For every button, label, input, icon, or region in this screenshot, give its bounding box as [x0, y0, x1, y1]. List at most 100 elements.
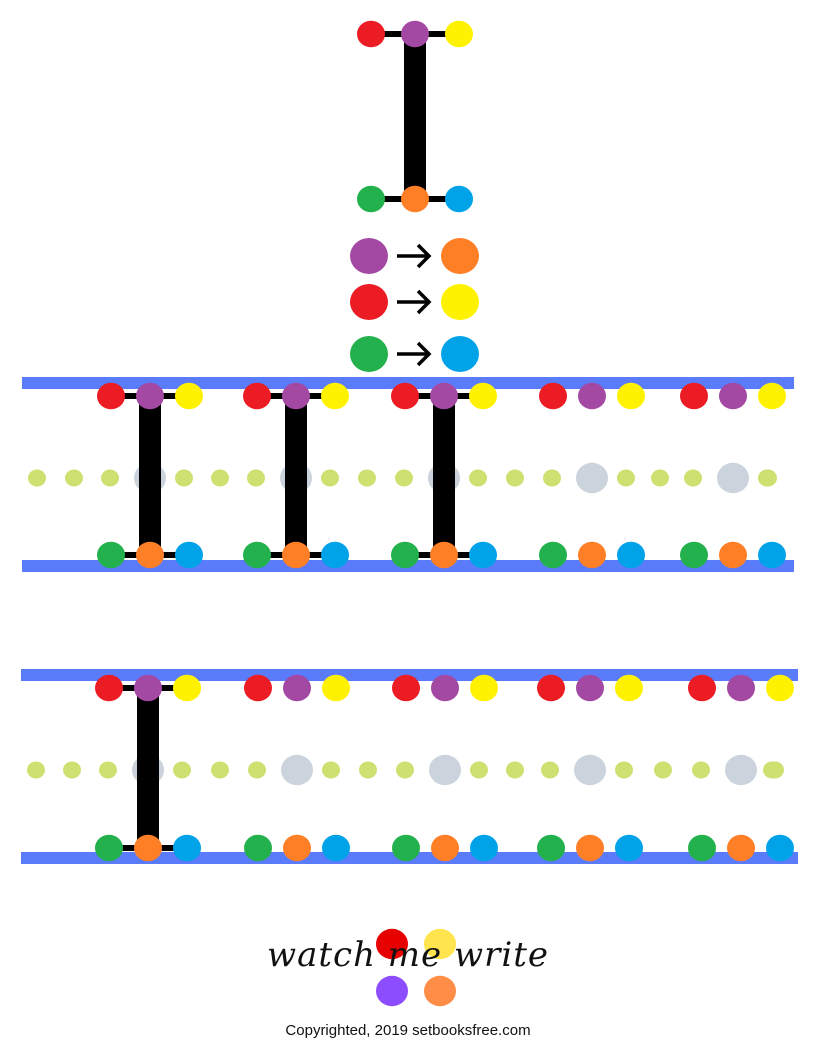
row2-letter-3-purple-dot: [431, 674, 459, 702]
row2-midline-dot: [27, 761, 45, 779]
logo-dot: [424, 975, 456, 1007]
right-arrow-icon: [397, 243, 432, 269]
row2-letter-4-yellow-dot: [615, 674, 643, 702]
legend-red-dot: [350, 283, 388, 321]
row1-letter-2-orange-dot: [282, 541, 310, 569]
row2-midline-dot: [541, 761, 559, 779]
row2-letter-5-red-dot: [688, 674, 716, 702]
legend-green-dot: [350, 335, 388, 373]
model-letter-blue-dot: [445, 185, 473, 213]
row1-letter-1-purple-dot: [136, 382, 164, 410]
row1-midline-dot: [101, 469, 119, 487]
row2-letter-5-orange-dot: [727, 834, 755, 862]
logo-text: watch me write: [267, 935, 549, 975]
row2-trace-dot: [574, 754, 606, 786]
row2-letter-1-blue-dot: [173, 834, 201, 862]
row2-letter-3-blue-dot: [470, 834, 498, 862]
row2-letter-2-blue-dot: [322, 834, 350, 862]
row1-letter-3-green-dot: [391, 541, 419, 569]
row1-midline-dot: [28, 469, 46, 487]
row1-letter-4-red-dot: [539, 382, 567, 410]
row1-letter-5-purple-dot: [719, 382, 747, 410]
legend-purple-dot: [350, 237, 388, 275]
logo-dot: [376, 975, 408, 1007]
row1-trace-dot: [576, 462, 608, 494]
row1-letter-1-yellow-dot: [175, 382, 203, 410]
row1-midline-dot: [358, 469, 376, 487]
row2-letter-3-red-dot: [392, 674, 420, 702]
row2-midline-dot: [63, 761, 81, 779]
right-arrow-icon: [397, 289, 432, 315]
arrow-head: [416, 341, 432, 367]
row2-letter-2-purple-dot: [283, 674, 311, 702]
arrow-head: [416, 243, 432, 269]
row2-top-line: [21, 669, 798, 681]
row1-midline-dot: [617, 469, 635, 487]
model-letter-stem-stroke: [404, 34, 426, 199]
row2-letter-4-orange-dot: [576, 834, 604, 862]
row2-midline-dot: [692, 761, 710, 779]
row1-letter-4-yellow-dot: [617, 382, 645, 410]
row2-letter-1-stem-stroke: [137, 688, 159, 848]
model-letter-purple-dot: [401, 20, 429, 48]
row2-midline-dot: [211, 761, 229, 779]
logo-dot: [376, 928, 408, 960]
row2-letter-2-red-dot: [244, 674, 272, 702]
row1-letter-2-blue-dot: [321, 541, 349, 569]
row2-letter-1-purple-dot: [134, 674, 162, 702]
row1-letter-2-purple-dot: [282, 382, 310, 410]
row1-letter-5-blue-dot: [758, 541, 786, 569]
copyright-text: Copyrighted, 2019 setbooksfree.com: [285, 1022, 531, 1039]
row1-midline-dot: [469, 469, 487, 487]
row2-letter-2-yellow-dot: [322, 674, 350, 702]
row2-midline-dot: [470, 761, 488, 779]
row2-letter-4-green-dot: [537, 834, 565, 862]
row1-midline-dot: [65, 469, 83, 487]
row1-letter-4-blue-dot: [617, 541, 645, 569]
row2-letter-2-green-dot: [244, 834, 272, 862]
model-letter-green-dot: [357, 185, 385, 213]
row2-letter-5-blue-dot: [766, 834, 794, 862]
row2-midline-dot: [763, 761, 781, 779]
row2-letter-5-green-dot: [688, 834, 716, 862]
row1-letter-2-yellow-dot: [321, 382, 349, 410]
right-arrow-icon: [397, 341, 432, 367]
row1-midline-dot: [175, 469, 193, 487]
row1-letter-3-red-dot: [391, 382, 419, 410]
row1-letter-2-red-dot: [243, 382, 271, 410]
row2-letter-1-red-dot: [95, 674, 123, 702]
row1-letter-4-purple-dot: [578, 382, 606, 410]
row2-letter-3-yellow-dot: [470, 674, 498, 702]
row2-trace-dot: [725, 754, 757, 786]
row1-letter-4-orange-dot: [578, 541, 606, 569]
row1-letter-3-blue-dot: [469, 541, 497, 569]
row1-midline-dot: [651, 469, 669, 487]
logo-dot: [424, 928, 456, 960]
legend-yellow-dot: [441, 283, 479, 321]
row1-midline-dot: [395, 469, 413, 487]
row1-letter-1-green-dot: [97, 541, 125, 569]
row1-midline-dot: [321, 469, 339, 487]
row2-midline-dot: [359, 761, 377, 779]
model-letter-red-dot: [357, 20, 385, 48]
row1-letter-1-stem-stroke: [139, 396, 161, 555]
row1-midline-dot: [543, 469, 561, 487]
row1-midline-dot: [759, 469, 777, 487]
row2-letter-5-yellow-dot: [766, 674, 794, 702]
model-letter-yellow-dot: [445, 20, 473, 48]
row2-letter-3-orange-dot: [431, 834, 459, 862]
row1-letter-1-red-dot: [97, 382, 125, 410]
row2-midline-dot: [173, 761, 191, 779]
row1-letter-5-green-dot: [680, 541, 708, 569]
row2-letter-1-yellow-dot: [173, 674, 201, 702]
row2-letter-1-green-dot: [95, 834, 123, 862]
row2-midline-dot: [99, 761, 117, 779]
model-letter-orange-dot: [401, 185, 429, 213]
row1-letter-3-purple-dot: [430, 382, 458, 410]
row1-letter-5-yellow-dot: [758, 382, 786, 410]
row1-letter-5-red-dot: [680, 382, 708, 410]
row2-midline-dot: [615, 761, 633, 779]
row2-letter-4-purple-dot: [576, 674, 604, 702]
row1-letter-2-green-dot: [243, 541, 271, 569]
